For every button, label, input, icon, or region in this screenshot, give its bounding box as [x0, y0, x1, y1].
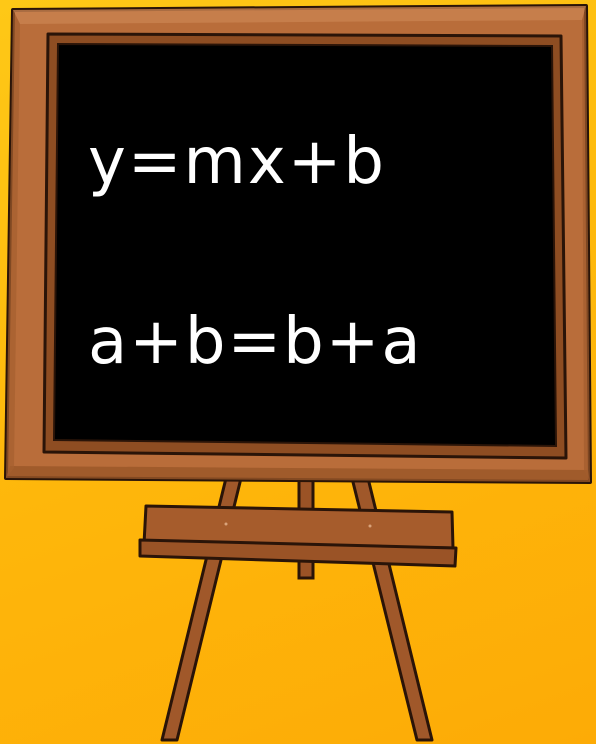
chalk-tray — [138, 504, 458, 568]
chalkboard-surface — [52, 42, 558, 448]
